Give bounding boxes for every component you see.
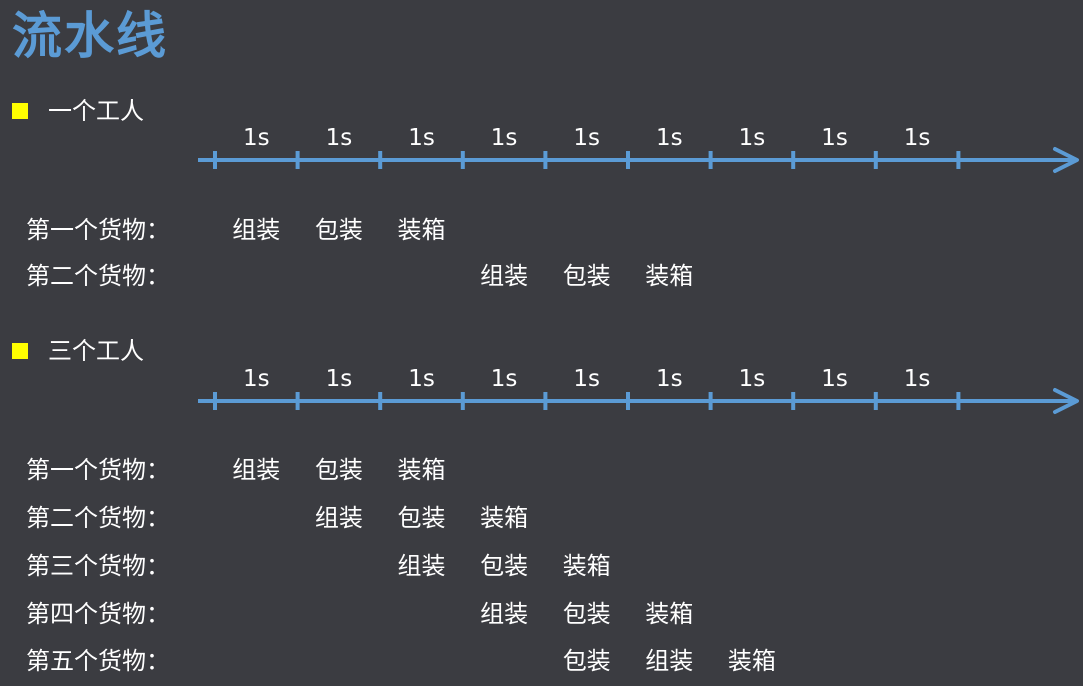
process-step: 组装 — [480, 600, 529, 628]
cargo-row: 第四个货物： 组装 包装 装箱 — [0, 597, 1083, 631]
tick-label: 1s — [573, 125, 600, 151]
tick-label: 1s — [821, 366, 848, 392]
cargo-row-label: 第四个货物： — [26, 600, 170, 628]
tick-label: 1s — [903, 125, 931, 151]
tick-label: 1s — [655, 366, 683, 392]
process-step: 组装 — [480, 262, 529, 290]
cargo-row: 第五个货物： 包装 组装 装箱 — [0, 644, 1083, 678]
cargo-row-label: 第二个货物： — [26, 504, 170, 532]
tick-label: 1s — [821, 125, 848, 151]
tick-label: 1s — [903, 366, 931, 392]
process-step: 装箱 — [397, 456, 446, 484]
timeline-axis — [198, 147, 1079, 173]
cargo-row-label: 第一个货物： — [26, 216, 170, 244]
process-step: 组装 — [232, 216, 281, 244]
process-step: 包装 — [562, 647, 611, 675]
process-step: 组装 — [645, 647, 694, 675]
process-step: 包装 — [562, 262, 611, 290]
process-step: 装箱 — [480, 504, 529, 532]
arrow-head-icon — [1053, 388, 1079, 414]
cargo-row: 第二个货物： 组装 包装 装箱 — [0, 259, 1083, 293]
section-heading-label: 三个工人 — [48, 337, 144, 365]
tick-label: 1s — [490, 125, 518, 151]
tick-label: 1s — [242, 366, 270, 392]
slide-title: 流水线 — [12, 6, 168, 65]
process-step: 装箱 — [645, 262, 694, 290]
process-step: 包装 — [397, 504, 446, 532]
cargo-row-label: 第五个货物： — [26, 647, 170, 675]
section-heading-three-workers: 三个工人 — [12, 336, 144, 366]
square-bullet-icon — [12, 103, 28, 119]
process-step: 组装 — [314, 504, 363, 532]
timeline-three-workers: 1s 1s 1s 1s 1s 1s 1s 1s 1s — [198, 365, 1083, 425]
cargo-row-label: 第二个货物： — [26, 262, 170, 290]
timeline-axis — [198, 388, 1079, 414]
square-bullet-icon — [12, 343, 28, 359]
timeline-one-worker: 1s 1s 1s 1s 1s 1s 1s 1s 1s — [198, 124, 1083, 184]
cargo-row-label: 第一个货物： — [26, 456, 170, 484]
process-step: 装箱 — [727, 647, 776, 675]
tick-label: 1s — [242, 125, 270, 151]
process-step: 包装 — [314, 216, 363, 244]
cargo-row: 第二个货物： 组装 包装 装箱 — [0, 501, 1083, 535]
process-step: 包装 — [562, 600, 611, 628]
cargo-row: 第一个货物： 组装 包装 装箱 — [0, 213, 1083, 247]
tick-label: 1s — [655, 125, 683, 151]
tick-label: 1s — [573, 366, 600, 392]
tick-label: 1s — [738, 125, 766, 151]
tick-label: 1s — [325, 125, 353, 151]
arrow-head-icon — [1053, 147, 1079, 173]
tick-label: 1s — [490, 366, 518, 392]
tick-label: 1s — [408, 125, 435, 151]
tick-label: 1s — [408, 366, 435, 392]
cargo-row-label: 第三个货物： — [26, 552, 170, 580]
cargo-row: 第一个货物： 组装 包装 装箱 — [0, 453, 1083, 487]
process-step: 装箱 — [397, 216, 446, 244]
process-step: 组装 — [232, 456, 281, 484]
cargo-row: 第三个货物： 组装 包装 装箱 — [0, 549, 1083, 583]
process-step: 装箱 — [562, 552, 611, 580]
process-step: 包装 — [480, 552, 529, 580]
process-step: 组装 — [397, 552, 446, 580]
tick-label: 1s — [738, 366, 766, 392]
tick-label: 1s — [325, 366, 353, 392]
section-heading-one-worker: 一个工人 — [12, 96, 144, 126]
process-step: 包装 — [314, 456, 363, 484]
process-step: 装箱 — [645, 600, 694, 628]
section-heading-label: 一个工人 — [48, 97, 144, 125]
